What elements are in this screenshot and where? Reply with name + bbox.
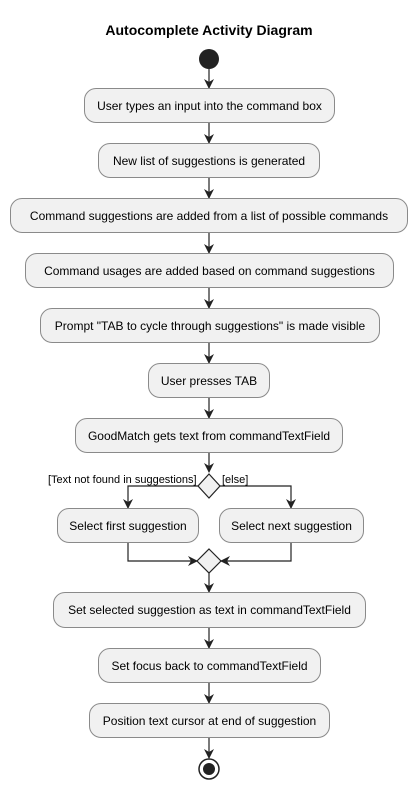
branch-left-activity: Select first suggestion <box>57 508 199 543</box>
activity-node: GoodMatch gets text from commandTextFiel… <box>75 418 343 453</box>
end-node-dot <box>203 763 215 775</box>
branch-right-activity: Select next suggestion <box>219 508 364 543</box>
branch-right-arrow <box>220 485 296 509</box>
activity-node: Command suggestions are added from a lis… <box>10 198 408 233</box>
activity-node: User presses TAB <box>148 363 270 398</box>
activity-node: Position text cursor at end of suggestio… <box>89 703 330 738</box>
decision-node <box>197 473 221 499</box>
activity-node: Prompt "TAB to cycle through suggestions… <box>40 308 380 343</box>
activity-node: Set selected suggestion as text in comma… <box>53 592 366 628</box>
activity-node: Set focus back to commandTextField <box>98 648 321 683</box>
guard-left-label: [Text not found in suggestions] <box>48 474 197 486</box>
start-node <box>199 49 219 69</box>
guard-right-label: [else] <box>222 474 249 486</box>
merge-left-arrow <box>127 543 198 566</box>
activity-node: User types an input into the command box <box>84 88 335 123</box>
merge-node <box>196 548 222 574</box>
branch-left-arrow <box>123 485 198 509</box>
diagram-title: Autocomplete Activity Diagram <box>105 22 313 38</box>
activity-node: Command usages are added based on comman… <box>25 253 394 288</box>
merge-right-arrow <box>220 543 292 566</box>
activity-node: New list of suggestions is generated <box>98 143 320 178</box>
